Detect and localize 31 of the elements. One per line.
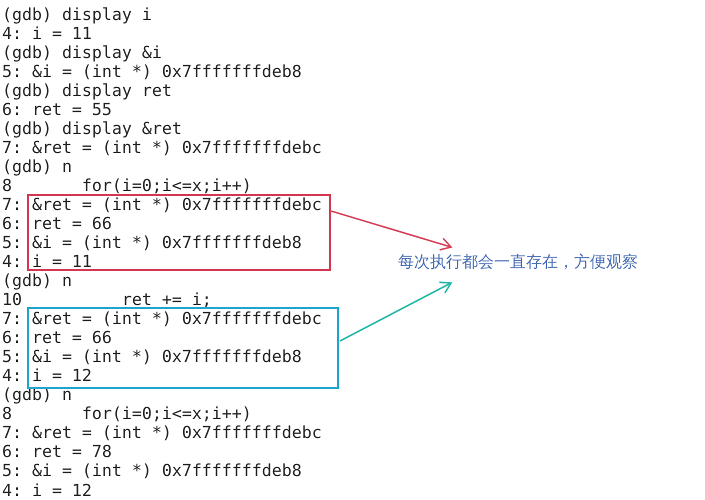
terminal-line: 4: i = 12 [2,366,92,386]
terminal-line: 7: &ret = (int *) 0x7fffffffdebc [2,138,322,157]
terminal-line: 10 ret += i; [2,290,212,310]
terminal-line: (gdb) display &ret [2,118,182,138]
terminal-line: 6: ret = 55 [2,100,112,119]
highlight-box [27,194,331,271]
terminal-line: 6: ret = 78 [2,442,112,462]
terminal-line: 5: &i = (int *) 0x7fffffffdeb8 [2,62,302,81]
terminal-line: 5: &i = (int *) 0x7fffffffdeb8 [2,232,302,252]
terminal-line: 4: i = 11 [2,24,92,43]
terminal-line: 8 for(i=0;i<=x;i++) [2,176,252,195]
terminal-line: 4: i = 11 [2,252,92,272]
terminal-line: (gdb) display i [2,4,152,24]
terminal-line: 6: ret = 66 [2,214,112,233]
annotation-text: 每次执行都会一直存在，方便观察 [398,252,638,273]
terminal-line: 8 for(i=0;i<=x;i++) [2,404,252,424]
terminal-line: 5: &i = (int *) 0x7fffffffdeb8 [2,347,302,366]
terminal-line: (gdb) display ret [2,80,172,100]
highlight-box [27,307,339,389]
terminal-line: (gdb) n [2,156,72,176]
terminal-line: 7: &ret = (int *) 0x7fffffffdebc [2,194,322,214]
arrow [330,210,452,251]
terminal-line: (gdb) n [2,385,72,404]
terminal-line: (gdb) n [2,271,72,290]
terminal-line: 5: &i = (int *) 0x7fffffffdeb8 [2,461,302,480]
terminal-line: 6: ret = 66 [2,328,112,348]
terminal-line: 4: i = 12 [2,480,92,500]
arrow [340,282,452,342]
terminal-line: 7: &ret = (int *) 0x7fffffffdebc [2,423,322,442]
terminal-line: (gdb) display &i [2,42,162,62]
terminal-line: 7: &ret = (int *) 0x7fffffffdebc [2,309,322,328]
